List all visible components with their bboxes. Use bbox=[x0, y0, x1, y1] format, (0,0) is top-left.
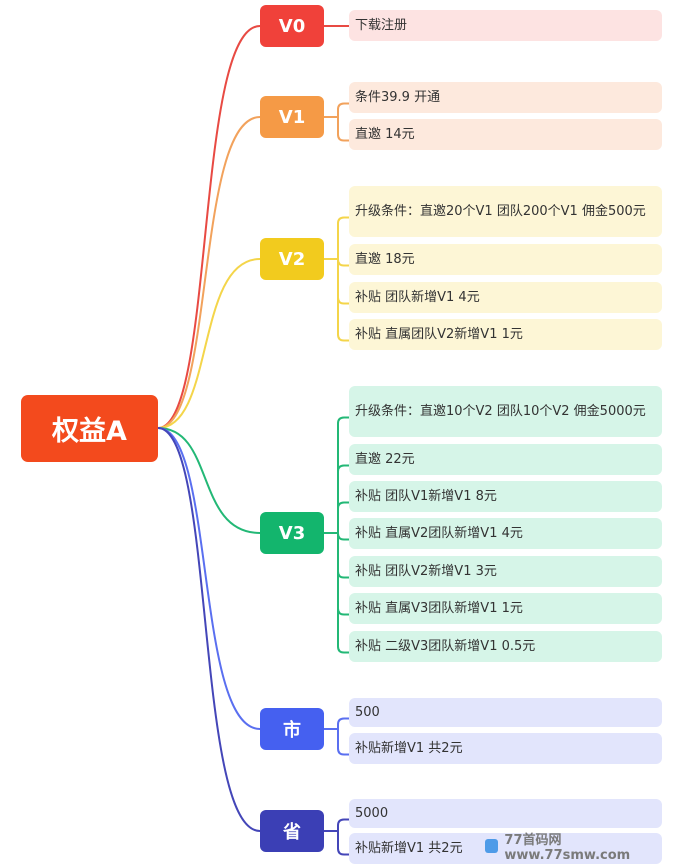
province-item-amount: 5000 bbox=[349, 799, 662, 828]
branch-line-1 bbox=[157, 116, 261, 429]
leaf-line-3-5 bbox=[337, 608, 349, 616]
root-node: 权益A bbox=[21, 395, 158, 462]
level-node-v1: V1 bbox=[260, 96, 324, 138]
level-node-city: 市 bbox=[260, 708, 324, 750]
v3-item-direct-invite: 直邀 22元 bbox=[349, 444, 662, 475]
site-logo-icon bbox=[485, 839, 499, 853]
branch-line-0 bbox=[157, 25, 261, 429]
leaf-line-2-1 bbox=[337, 259, 349, 267]
v3-item-upgrade-condition: 升级条件：直邀10个V2 团队10个V2 佣金5000元 bbox=[349, 386, 662, 437]
branch-line-3 bbox=[157, 427, 261, 534]
level-node-province: 省 bbox=[260, 810, 324, 852]
v1-item-direct-invite: 直邀 14元 bbox=[349, 119, 662, 150]
leaf-line-3-3 bbox=[337, 533, 349, 541]
province-item-subsidy: 补贴新增V1 共2元 bbox=[349, 833, 662, 864]
city-item-subsidy: 补贴新增V1 共2元 bbox=[349, 733, 662, 764]
branch-line-2 bbox=[157, 258, 261, 429]
v3-item-direct-v2-subsidy: 补贴 直属V2团队新增V1 4元 bbox=[349, 518, 662, 549]
leaf-line-5-1 bbox=[337, 848, 349, 856]
v2-item-direct-team-subsidy: 补贴 直属团队V2新增V1 1元 bbox=[349, 319, 662, 350]
v2-item-team-subsidy: 补贴 团队新增V1 4元 bbox=[349, 282, 662, 313]
level-node-v0: V0 bbox=[260, 5, 324, 47]
leaf-line-4-1 bbox=[337, 748, 349, 756]
v3-item-team-v2-subsidy: 补贴 团队V2新增V1 3元 bbox=[349, 556, 662, 587]
branch-line-4 bbox=[157, 427, 261, 730]
watermark: 77首码网 www.77smw.com bbox=[485, 833, 684, 863]
leaf-line-3-2 bbox=[337, 501, 349, 509]
v2-item-direct-invite: 直邀 18元 bbox=[349, 244, 662, 275]
leaf-line-3-6 bbox=[337, 646, 349, 654]
branch-line-5 bbox=[157, 427, 261, 832]
leaf-line-2-0 bbox=[337, 216, 349, 224]
leaf-line-5-0 bbox=[337, 818, 349, 826]
leaf-line-3-4 bbox=[337, 571, 349, 579]
v3-item-direct-v3-subsidy: 补贴 直属V3团队新增V1 1元 bbox=[349, 593, 662, 624]
city-item-amount: 500 bbox=[349, 698, 662, 727]
leaf-line-2-3 bbox=[337, 334, 349, 342]
v3-item-team-v1-subsidy: 补贴 团队V1新增V1 8元 bbox=[349, 481, 662, 512]
watermark-text: 77首码网 www.77smw.com bbox=[504, 833, 631, 863]
v2-item-upgrade-condition: 升级条件：直邀20个V1 团队200个V1 佣金500元 bbox=[349, 186, 662, 237]
v3-item-second-v3-subsidy: 补贴 二级V3团队新增V1 0.5元 bbox=[349, 631, 662, 662]
leaf-line-3-0 bbox=[337, 416, 349, 424]
leaf-line-2-2 bbox=[337, 297, 349, 305]
level-node-v3: V3 bbox=[260, 512, 324, 554]
leaf-line-4-0 bbox=[337, 717, 349, 725]
leaf-line-3-1 bbox=[337, 464, 349, 472]
v1-item-condition: 条件39.9 开通 bbox=[349, 82, 662, 113]
level-node-v2: V2 bbox=[260, 238, 324, 280]
v0-item-register: 下载注册 bbox=[349, 10, 662, 41]
leaf-line-1-0 bbox=[337, 102, 349, 110]
leaf-line-1-1 bbox=[337, 134, 349, 142]
